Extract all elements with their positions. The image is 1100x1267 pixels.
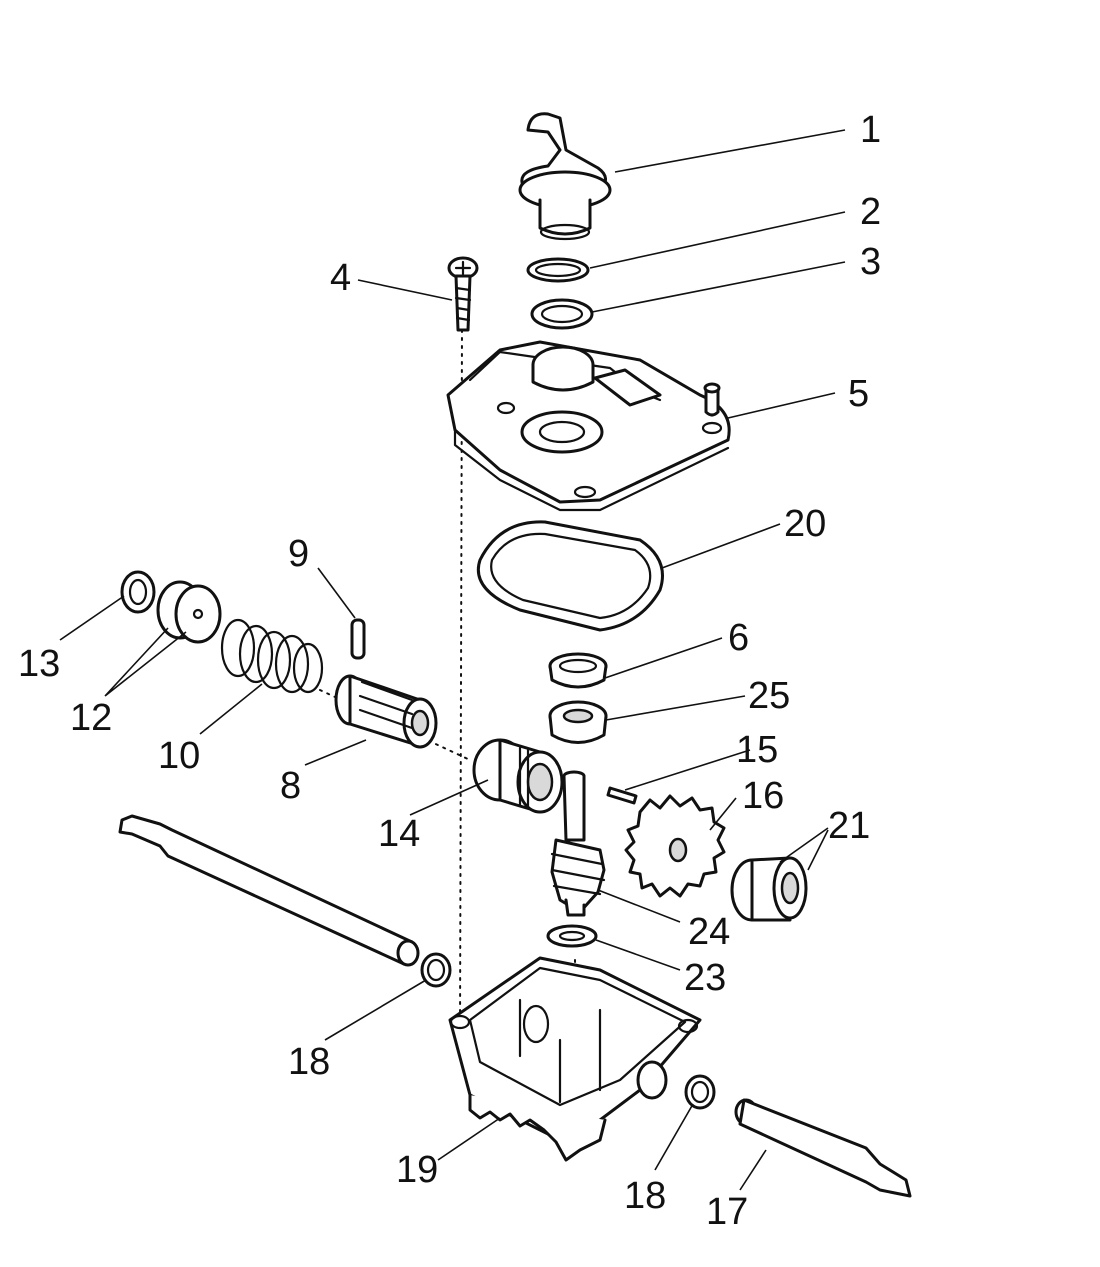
part-24-worm-shaft: [550, 770, 606, 917]
part-13-washer: [120, 570, 156, 614]
label-part-16: 16: [742, 775, 784, 817]
axle-shaft-left: [118, 814, 420, 967]
part-6-bushing: [548, 652, 608, 689]
part-15-key: [606, 786, 638, 805]
part-20-gasket: [477, 520, 664, 632]
part-10-spring: [220, 618, 324, 694]
label-part-18-right: 18: [624, 1175, 666, 1217]
part-labels: 1 2 3 4 5 20 9 13 6 25 12 15 10 16 8 21 …: [18, 109, 881, 1233]
part-2-snap-ring: [526, 257, 590, 283]
part-3-seal: [530, 298, 594, 330]
label-part-19: 19: [396, 1149, 438, 1191]
part-12-spring-seat: [156, 580, 222, 644]
label-part-15: 15: [736, 729, 778, 771]
part-16-gear: [624, 794, 726, 898]
label-part-9: 9: [288, 533, 309, 575]
part-18-oring-left: [420, 952, 452, 988]
part-8-shift-collar: [334, 674, 438, 749]
label-part-5: 5: [848, 373, 869, 415]
part-21-flange-bushing: [730, 856, 808, 922]
label-part-1: 1: [860, 109, 881, 151]
part-4-screw: [447, 256, 479, 332]
label-part-21: 21: [828, 805, 870, 847]
label-part-23: 23: [684, 957, 726, 999]
part-18-oring-right: [684, 1074, 716, 1110]
label-part-10: 10: [158, 735, 200, 777]
label-part-4: 4: [330, 257, 351, 299]
label-part-17: 17: [706, 1191, 748, 1233]
label-part-25: 25: [748, 675, 790, 717]
part-17-axle-shaft-right: [734, 1098, 912, 1198]
label-part-3: 3: [860, 241, 881, 283]
part-19-gearbox-housing: [448, 956, 702, 1162]
label-part-20: 20: [784, 503, 826, 545]
assembly-axis-line: [459, 329, 463, 1031]
leader-lines: [59, 129, 846, 1191]
part-14-sleeve: [472, 738, 564, 814]
label-part-14: 14: [378, 813, 420, 855]
label-part-8: 8: [280, 765, 301, 807]
label-part-2: 2: [860, 191, 881, 233]
label-part-24: 24: [688, 911, 730, 953]
part-25-bearing: [548, 700, 608, 744]
label-part-12: 12: [70, 697, 112, 739]
label-part-6: 6: [728, 617, 749, 659]
part-23-washer: [546, 924, 598, 948]
part-1-shift-lever: [518, 112, 612, 241]
part-5-gearbox-cover: [446, 340, 731, 512]
label-part-13: 13: [18, 643, 60, 685]
label-part-18-left: 18: [288, 1041, 330, 1083]
part-9-pin: [350, 618, 366, 660]
